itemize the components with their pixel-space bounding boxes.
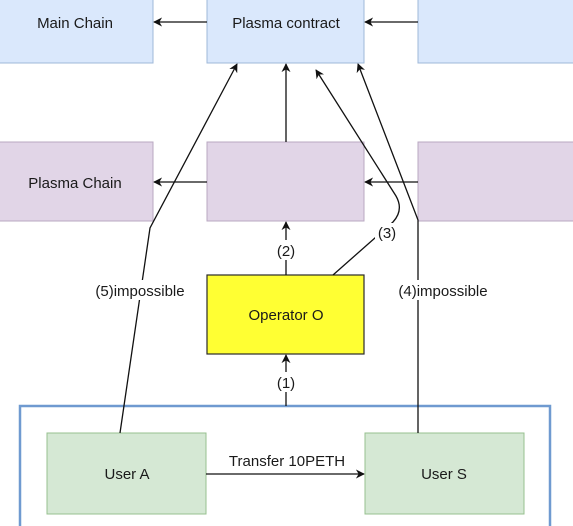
- main-chain-label: Main Chain: [37, 15, 113, 32]
- operator-label: Operator O: [248, 307, 323, 324]
- user-s-box: [364, 432, 525, 515]
- main-chain-box: [0, 0, 154, 64]
- plasma-chain-box: [0, 141, 154, 222]
- right-plasma-box: [417, 141, 573, 222]
- operator-to-contract-arrow: [315, 69, 400, 276]
- plasma-contract-label: Plasma contract: [232, 15, 340, 32]
- step-1-label: (1): [277, 375, 295, 392]
- step-2-label: (2): [277, 243, 295, 260]
- step-5-label: (5)impossible: [95, 283, 184, 300]
- plasma-chain-label: Plasma Chain: [28, 175, 121, 192]
- step-3-label: (3): [378, 225, 396, 242]
- user-s-to-contract-arrow: [356, 63, 419, 433]
- transfer-label: Transfer 10PETH: [229, 453, 345, 470]
- user-a-to-contract-arrow: [119, 63, 238, 434]
- users-group: [18, 404, 552, 526]
- plasma-contract-box: [206, 0, 365, 64]
- user-a-box: [46, 432, 207, 515]
- operator-box: [206, 274, 365, 355]
- user-s-label: User S: [421, 466, 467, 483]
- step-4-label: (4)impossible: [398, 283, 487, 300]
- user-a-label: User A: [104, 466, 149, 483]
- right-top-box: [417, 0, 573, 64]
- middle-plasma-box: [206, 141, 365, 222]
